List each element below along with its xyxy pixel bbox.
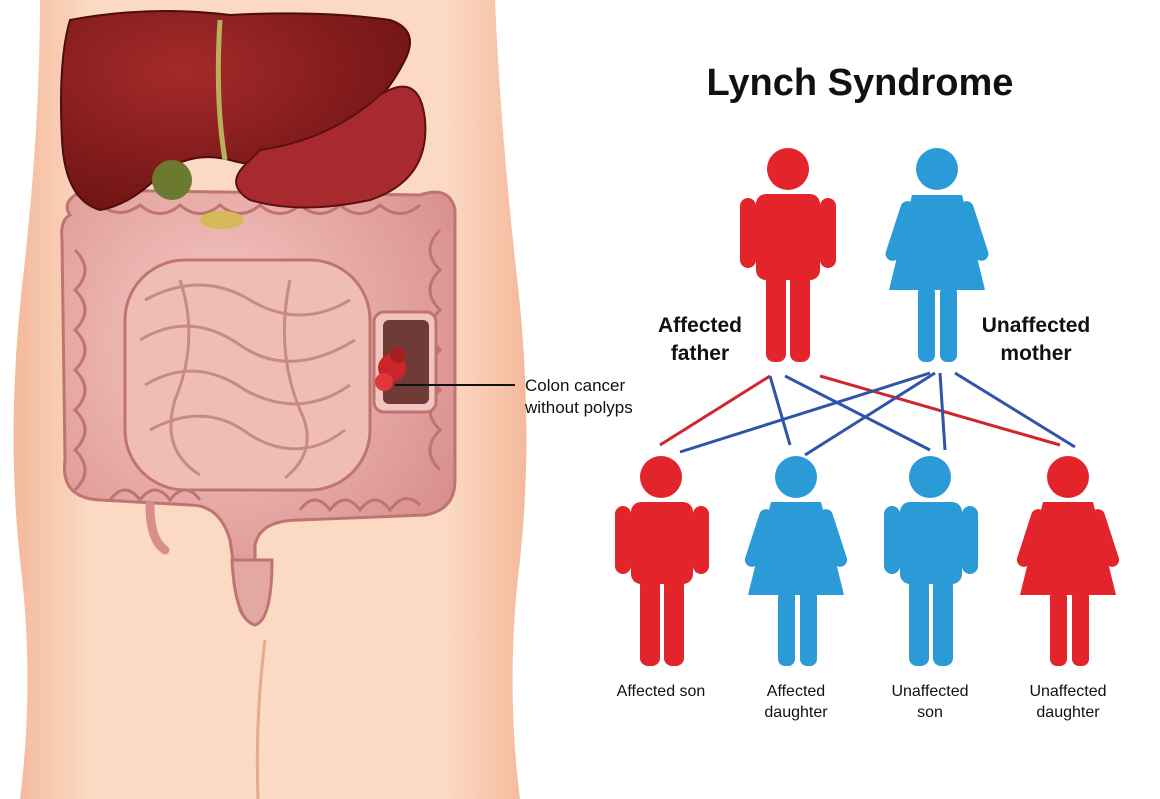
- annotation-line-2: without polyps: [525, 398, 633, 417]
- mother-label: Unaffected mother: [966, 312, 1106, 368]
- affected-son-figure: [615, 456, 709, 666]
- unaffected-daughter-figure: [1016, 456, 1120, 666]
- unaffected-mother-figure: [885, 148, 989, 362]
- child-label-2: Affected daughter: [731, 681, 861, 723]
- child-label-3: Unaffected son: [865, 681, 995, 723]
- mother-label-line-1: Unaffected: [981, 314, 1091, 337]
- diagram-title: Lynch Syndrome: [706, 62, 1014, 104]
- father-label: Affected father: [640, 312, 760, 368]
- annotation-line-1: Colon cancer: [525, 376, 626, 395]
- child-label-3-line-2: son: [917, 704, 943, 721]
- child-label-1-line-1: Affected son: [616, 683, 706, 700]
- liver: [60, 10, 411, 212]
- child-label-2-line-1: Affected: [766, 683, 826, 700]
- mother-label-line-2: mother: [1000, 342, 1072, 365]
- father-label-line-2: father: [670, 342, 730, 365]
- unaffected-son-figure: [884, 456, 978, 666]
- father-label-line-1: Affected: [657, 314, 742, 337]
- inheritance-lines: [659, 371, 1076, 457]
- stomach: [200, 85, 427, 229]
- colon-cancer-cutaway: [372, 310, 438, 414]
- child-label-4-line-1: Unaffected: [1029, 683, 1107, 700]
- small-intestine: [123, 258, 372, 492]
- annotation-label: Colon cancer without polyps: [525, 375, 633, 419]
- child-label-2-line-2: daughter: [764, 704, 828, 721]
- child-label-1: Affected son: [596, 681, 726, 702]
- child-label-3-line-1: Unaffected: [891, 683, 969, 700]
- affected-father-figure: [740, 148, 836, 362]
- child-label-4-line-2: daughter: [1036, 704, 1100, 721]
- affected-daughter-figure: [744, 456, 848, 666]
- child-label-4: Unaffected daughter: [1003, 681, 1133, 723]
